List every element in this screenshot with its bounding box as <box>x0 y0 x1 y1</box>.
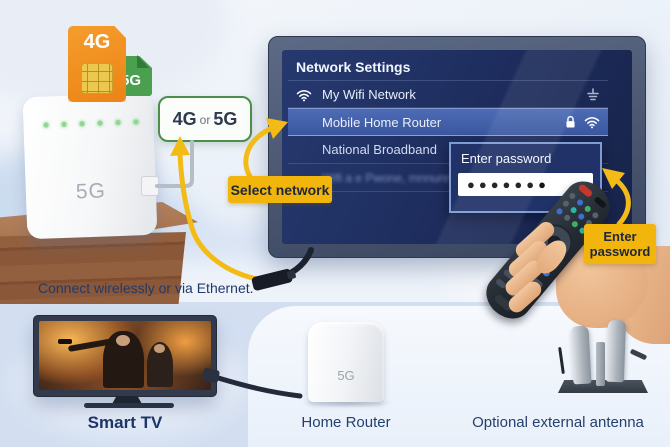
enter-password-line1: Enter <box>603 229 637 244</box>
router-shadow <box>300 398 395 408</box>
antenna-panel <box>605 319 627 383</box>
smart-tv-stand-neck <box>112 396 142 404</box>
remote-button[interactable] <box>562 213 572 223</box>
callout-5g: 5G <box>213 108 238 129</box>
select-network-label: Select network <box>228 176 332 203</box>
actor-man-face <box>116 334 131 346</box>
network-row-my-wifi[interactable]: My Wifi Network <box>288 80 608 108</box>
led-indicator <box>133 119 139 125</box>
remote-button[interactable] <box>577 212 586 221</box>
led-indicator <box>79 121 85 127</box>
led-indicator <box>61 121 67 127</box>
remote-button[interactable] <box>568 191 577 201</box>
gun-silhouette <box>57 338 72 344</box>
network-type-callout: 4G or 5G <box>158 96 252 142</box>
enter-password-label: Enter password <box>584 224 656 264</box>
wifi-icon <box>296 89 312 105</box>
callout-leader-cable <box>155 140 194 188</box>
enter-password-line2: password <box>589 244 651 259</box>
antenna-pole <box>596 342 605 386</box>
antenna-label: Optional external antenna <box>472 414 644 431</box>
password-dialog: Enter password ●●●●●●● <box>449 142 602 213</box>
callout-or: or <box>199 113 211 127</box>
remote-button[interactable] <box>569 205 578 215</box>
actor-woman-face <box>154 344 166 354</box>
remote-button[interactable] <box>555 207 564 216</box>
remote-button[interactable] <box>570 220 580 229</box>
lock-icon <box>566 115 575 128</box>
network-list: My Wifi Network Mobile Home Router <box>288 80 608 192</box>
mobile-router-device: 5G <box>22 92 158 240</box>
remote-button[interactable] <box>575 198 585 207</box>
password-masked-value: ●●●●●●● <box>467 177 550 192</box>
network-row-label: My Wifi Network <box>322 87 416 102</box>
connect-caption: Connect wirelessly or via Ethernet. <box>38 280 254 296</box>
sim-card-4g-label: 4G <box>83 31 111 53</box>
router-5g-label: 5G <box>75 179 107 204</box>
network-row-label: Mobile Home Router <box>322 115 441 130</box>
remote-button[interactable] <box>583 204 592 214</box>
home-router-device: 5G <box>308 322 384 402</box>
sim-chip-icon <box>81 63 113 94</box>
led-indicator <box>115 119 121 126</box>
router-led-row <box>43 119 139 128</box>
remote-button[interactable] <box>591 211 600 220</box>
wired-connection-icon <box>587 87 599 100</box>
router-ethernet-port <box>141 176 159 196</box>
smart-tv-device <box>33 315 217 397</box>
select-network-text: Select network <box>230 181 330 198</box>
wooden-table-front <box>0 232 186 304</box>
smart-tv-stand-base <box>84 403 174 408</box>
tv-bezel: Network Settings My Wifi Network <box>268 36 646 258</box>
home-router-5g-label: 5G <box>337 368 355 383</box>
antenna-panel <box>570 325 592 385</box>
network-settings-title: Network Settings <box>296 59 410 75</box>
smart-tv-label: Smart TV <box>87 413 163 432</box>
led-indicator <box>97 120 103 126</box>
callout-4g: 4G <box>172 108 197 129</box>
wifi-icon <box>584 116 600 128</box>
led-indicator <box>43 122 49 128</box>
movie-scene <box>39 321 211 390</box>
network-row-mobile-home-router[interactable]: Mobile Home Router <box>288 108 608 136</box>
sim-card-4g: 4G <box>68 26 126 102</box>
password-dialog-title: Enter password <box>461 151 551 166</box>
network-row-label: National Broadband <box>322 142 437 157</box>
remote-power-button[interactable] <box>577 183 594 199</box>
remote-slot <box>593 196 608 209</box>
remote-button[interactable] <box>561 199 571 208</box>
home-router-label: Home Router <box>301 414 391 431</box>
network-row-national-broadband[interactable]: National Broadband <box>288 136 608 164</box>
